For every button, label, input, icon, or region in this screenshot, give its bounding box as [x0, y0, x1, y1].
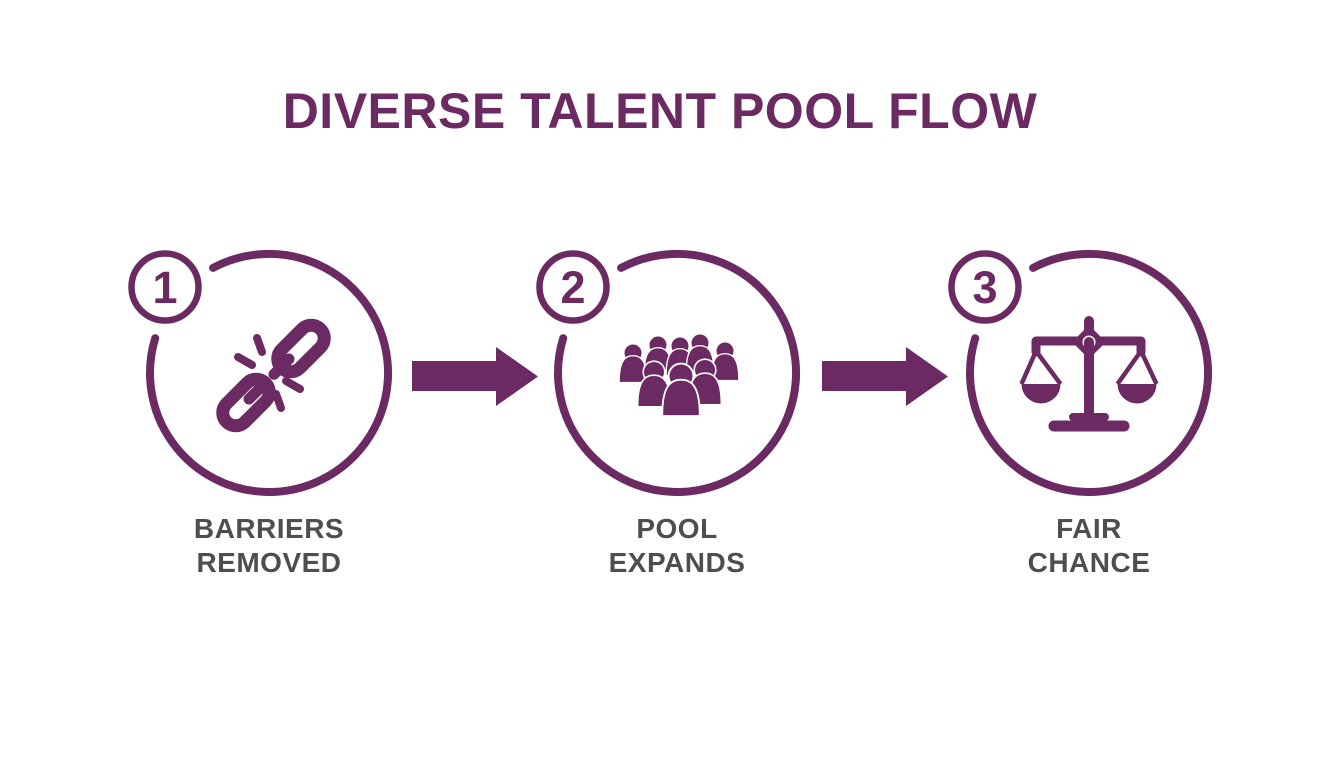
step-1-label-line1: BARRIERS — [193, 513, 345, 544]
step-2-label: POOL EXPANDS — [517, 512, 837, 580]
step-2-group: 2 — [536, 250, 801, 496]
step-1-label-line2: REMOVED — [196, 547, 342, 578]
step-3-badge — [948, 250, 1022, 324]
step-2-number: 2 — [560, 262, 585, 313]
step-2-badge — [536, 250, 610, 324]
broken-chain-icon — [216, 318, 331, 433]
step-3-group: 3 — [948, 250, 1213, 496]
arrow-right-icon — [412, 347, 538, 406]
page-title: DIVERSE TALENT POOL FLOW — [282, 83, 1038, 139]
step-3-label: FAIR CHANCE — [929, 512, 1249, 580]
step-1-label: BARRIERS REMOVED — [109, 512, 429, 580]
people-group-icon — [618, 333, 740, 417]
step-3-label-line2: CHANCE — [1027, 547, 1151, 578]
balance-scale-icon — [1019, 316, 1159, 432]
step-2-label-line1: POOL — [636, 513, 718, 544]
step-3-circle — [966, 250, 1213, 496]
arrow-right-icon — [822, 347, 948, 406]
step-1-badge — [128, 250, 202, 324]
step-3-number: 3 — [972, 262, 997, 313]
step-2-label-line2: EXPANDS — [608, 547, 746, 578]
step-1-circle — [146, 250, 393, 496]
step-1-number: 1 — [152, 262, 177, 313]
step-1-group: 1 — [128, 250, 393, 496]
step-2-circle — [554, 250, 801, 496]
step-3-label-line1: FAIR — [1056, 513, 1122, 544]
